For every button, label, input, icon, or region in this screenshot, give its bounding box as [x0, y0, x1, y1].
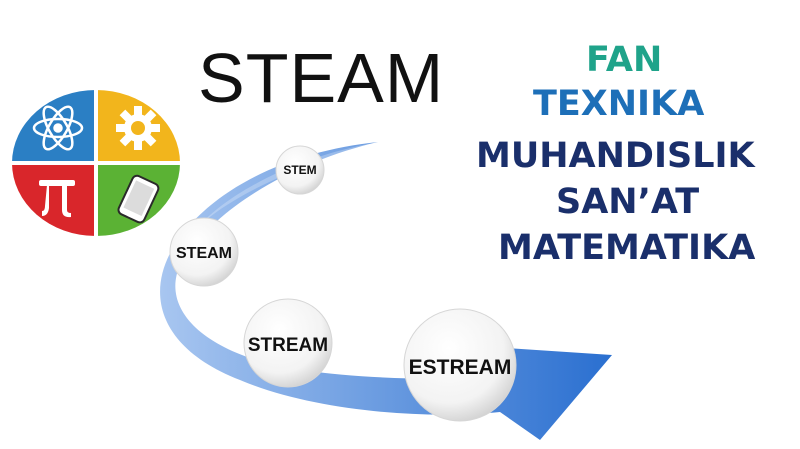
stage-label-stem: STEM [283, 163, 316, 177]
gear-icon [116, 106, 160, 150]
word-texnika: TEXNIKA [533, 84, 705, 124]
atom-icon [32, 105, 84, 151]
stage-label-estream: ESTREAM [409, 356, 512, 379]
stage-circle-stream: STREAM [243, 298, 333, 388]
tablet-icon [117, 174, 160, 224]
pi-icon [39, 180, 75, 218]
stage-circle-stem: STEM [275, 145, 325, 195]
word-sanat: SAN’AT [556, 182, 700, 222]
stage-label-stream: STREAM [248, 335, 328, 356]
stage-circle-steam: STEAM [169, 217, 239, 287]
diagram-title: STEAM [198, 39, 445, 117]
stage-label-steam: STEAM [176, 245, 232, 262]
stage-circle-estream: ESTREAM [403, 308, 517, 422]
steam-logo [12, 90, 180, 236]
word-matematika: MATEMATIKA [498, 228, 756, 268]
word-muhandislik: MUHANDISLIK [476, 136, 755, 176]
word-fan: FAN [586, 40, 663, 80]
